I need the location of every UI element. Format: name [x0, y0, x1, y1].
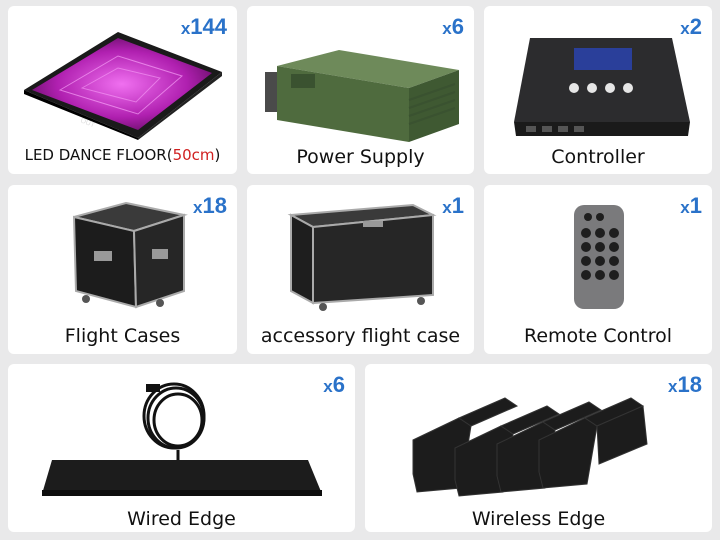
product-card-controller: x2 Controller [484, 6, 712, 174]
product-card-wired-edge: x6 Wired Edge [8, 364, 355, 532]
quantity-badge: x144 [180, 14, 227, 39]
quantity-badge: x2 [680, 14, 702, 39]
led-dance-floor-image: OUT [24, 32, 222, 140]
power-supply-image [265, 50, 459, 142]
wired-edge-image [42, 382, 322, 496]
product-card-power-supply: x6 Power Supply [247, 6, 474, 174]
wireless-edge-image [412, 397, 648, 497]
product-name: Controller [551, 146, 645, 168]
product-name: accessory flight case [260, 325, 461, 347]
product-card-accessory-flight-case: x1 accessory flight case [247, 185, 474, 354]
quantity-badge: x6 [323, 372, 345, 397]
quantity-badge: x1 [680, 193, 702, 218]
flight-case-image [72, 201, 188, 309]
product-card-remote-control: x1 Remote Control [484, 185, 712, 354]
product-card-wireless-edge: x18 Wireless Edge [365, 364, 712, 532]
product-card-led-dance-floor: x144 OUT LED DANCE FLOOR(50cm) [8, 6, 237, 174]
quantity-badge: x18 [668, 372, 702, 397]
remote-control-image [574, 205, 624, 309]
product-card-flight-cases: x18 Flight Cases [8, 185, 237, 354]
product-name: Remote Control [523, 325, 673, 347]
controller-image [514, 38, 690, 136]
product-name: LED DANCE FLOOR(50cm) [24, 146, 221, 164]
quantity-badge: x18 [193, 193, 227, 218]
quantity-badge: x1 [442, 193, 464, 218]
product-name: Wired Edge [127, 508, 236, 530]
product-name: Power Supply [296, 146, 425, 168]
product-name: Flight Cases [64, 325, 181, 347]
accessory-flight-case-image [287, 203, 437, 311]
product-name: Wireless Edge [471, 508, 606, 530]
quantity-badge: x6 [442, 14, 464, 39]
